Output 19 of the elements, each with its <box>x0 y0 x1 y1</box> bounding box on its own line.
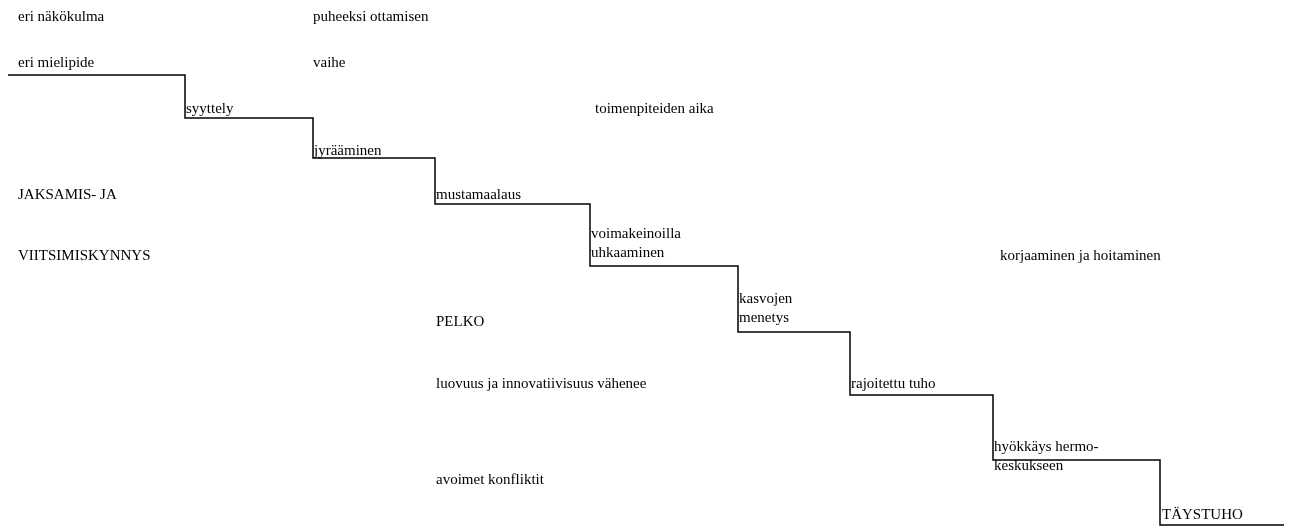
step-label: kasvojen menetys <box>739 289 794 327</box>
threshold-label: VIITSIMISKYNNYS <box>18 246 152 265</box>
step-label: eri mielipide <box>18 53 96 72</box>
step-note: vaihe <box>313 53 347 72</box>
step-label: voimakeinoilla uhkaaminen <box>591 224 682 262</box>
threshold-label: JAKSAMIS- JA <box>18 185 118 204</box>
phase-label: korjaaminen ja hoitaminen <box>1000 246 1162 265</box>
effect-label: avoimet konfliktit <box>436 470 545 489</box>
step-label: jyrääminen <box>314 141 383 160</box>
step-label: hyökkäys hermo- keskukseen <box>994 437 1100 475</box>
step-note: eri näkökulma <box>18 7 106 26</box>
step-label: rajoitettu tuho <box>851 374 937 393</box>
step-label: syyttely <box>186 99 235 118</box>
effect-label: PELKO <box>436 312 486 331</box>
step-label: TÄYSTUHO <box>1162 505 1244 524</box>
phase-label: toimenpiteiden aika <box>595 99 715 118</box>
step-note: puheeksi ottamisen <box>313 7 430 26</box>
step-label: mustamaalaus <box>436 185 522 204</box>
effect-label: luovuus ja innovatiivisuus vähenee <box>436 374 648 393</box>
